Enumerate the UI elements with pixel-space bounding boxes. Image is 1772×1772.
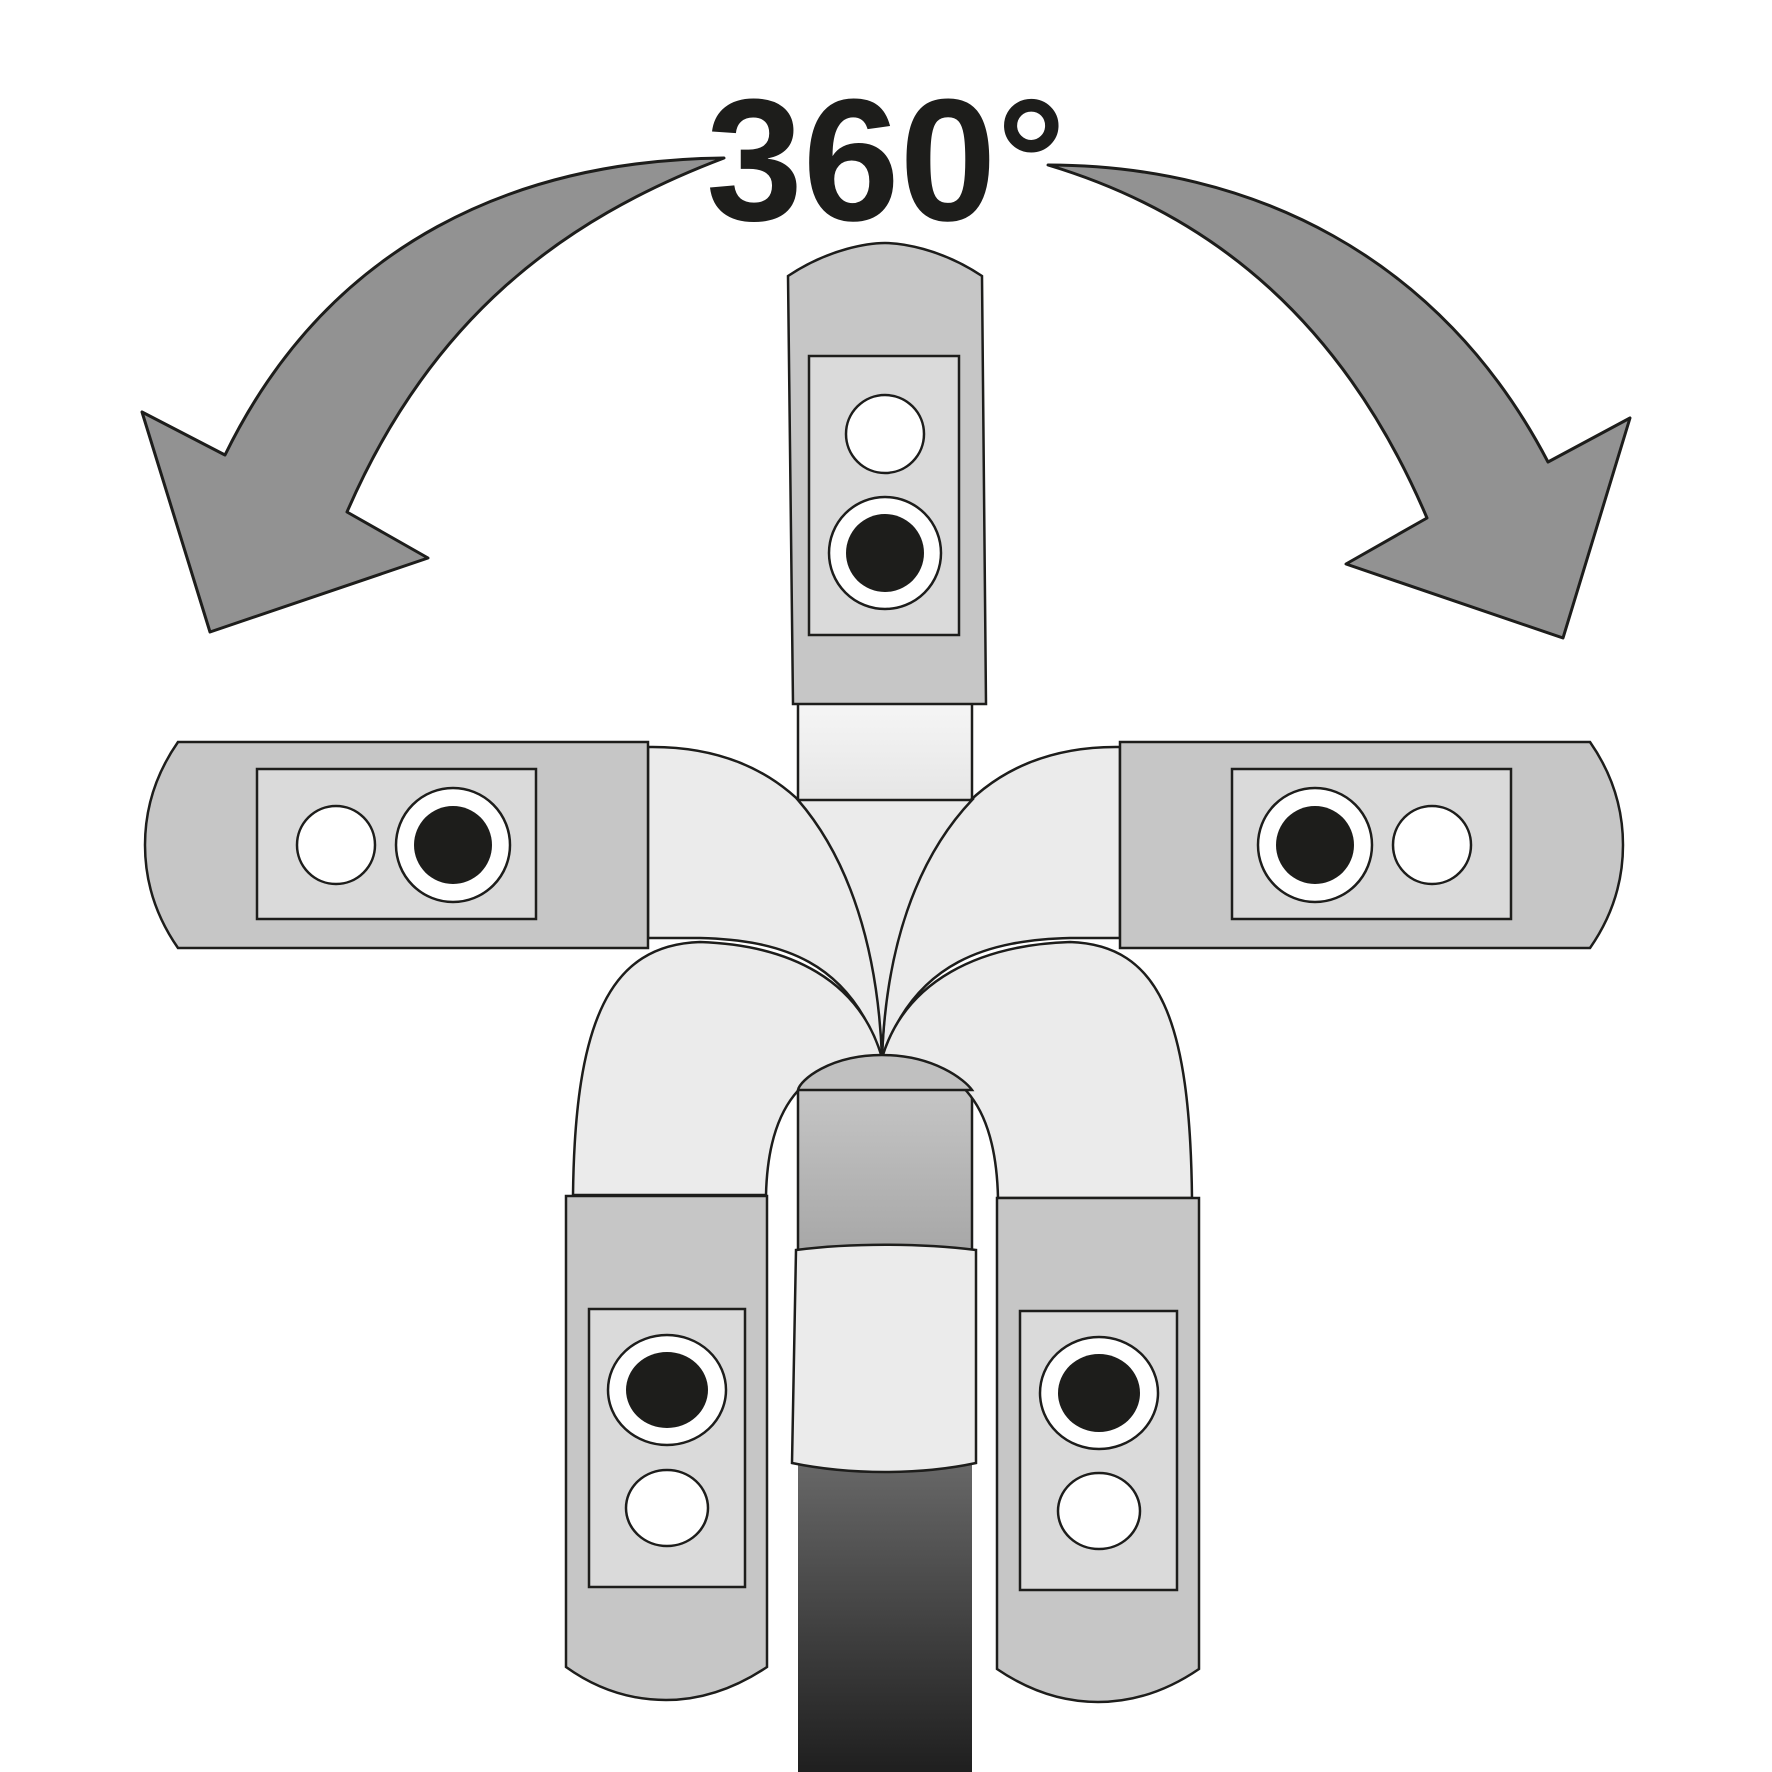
top-neck	[796, 698, 974, 812]
led-dark-icon	[626, 1352, 708, 1428]
led-dark-icon	[1276, 806, 1354, 884]
led-light-icon	[844, 393, 926, 475]
led-light-icon	[295, 804, 377, 886]
led-dark-icon	[1058, 1354, 1140, 1432]
lamp-head-right	[1118, 740, 1625, 950]
bottom-right-neck	[880, 940, 1194, 1200]
led-light-icon	[1056, 1471, 1142, 1551]
led-light-icon	[624, 1468, 710, 1548]
led-light-icon	[1391, 804, 1473, 886]
lamp-head-bottom-right	[995, 1196, 1201, 1704]
lamp-head-top	[786, 241, 988, 706]
bottom-left-neck	[571, 940, 884, 1197]
lamp-head-left	[143, 740, 650, 950]
led-dark-icon	[414, 806, 492, 884]
stem-cap	[796, 1053, 975, 1092]
led-dark-icon	[846, 514, 924, 592]
lamp-head-bottom-left	[564, 1194, 769, 1702]
rotate-right-arrow-icon	[1046, 163, 1632, 640]
rotation-title: 360°	[706, 62, 1066, 257]
handle-grip	[798, 1450, 972, 1772]
rotate-left-arrow-icon	[140, 156, 726, 634]
clamp-band	[790, 1243, 978, 1474]
